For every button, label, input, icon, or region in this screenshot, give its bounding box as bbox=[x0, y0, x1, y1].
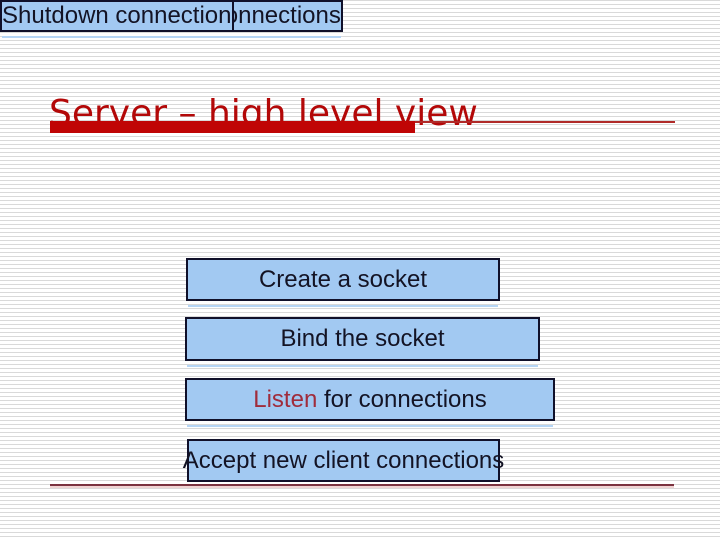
title-accent-bar bbox=[50, 121, 415, 133]
step-box-create-socket: Create a socket bbox=[186, 258, 500, 307]
step-label: Shutdown connection bbox=[2, 2, 232, 29]
step-box-bind-socket: Bind the socket bbox=[185, 317, 540, 367]
step-box-listen-connections: Listen for connections bbox=[185, 378, 555, 427]
bottom-accent-rule-dark bbox=[50, 484, 674, 486]
bottom-accent-rule-light bbox=[50, 486, 674, 488]
step-box-shutdown: Shutdown connection bbox=[0, 0, 234, 38]
bottom-accent-rule bbox=[50, 484, 674, 488]
step-label: Listen for connections bbox=[253, 386, 486, 414]
step-box-accept-connections: Accept new client connections bbox=[183, 439, 504, 488]
step-label-rest: for connections bbox=[317, 385, 487, 413]
step-label-highlight: Listen bbox=[253, 385, 318, 413]
step-label: Accept new client connections bbox=[182, 446, 505, 474]
step-label: Create a socket bbox=[258, 265, 428, 293]
title-accent-line bbox=[415, 121, 675, 123]
step-label: Bind the socket bbox=[280, 325, 445, 352]
